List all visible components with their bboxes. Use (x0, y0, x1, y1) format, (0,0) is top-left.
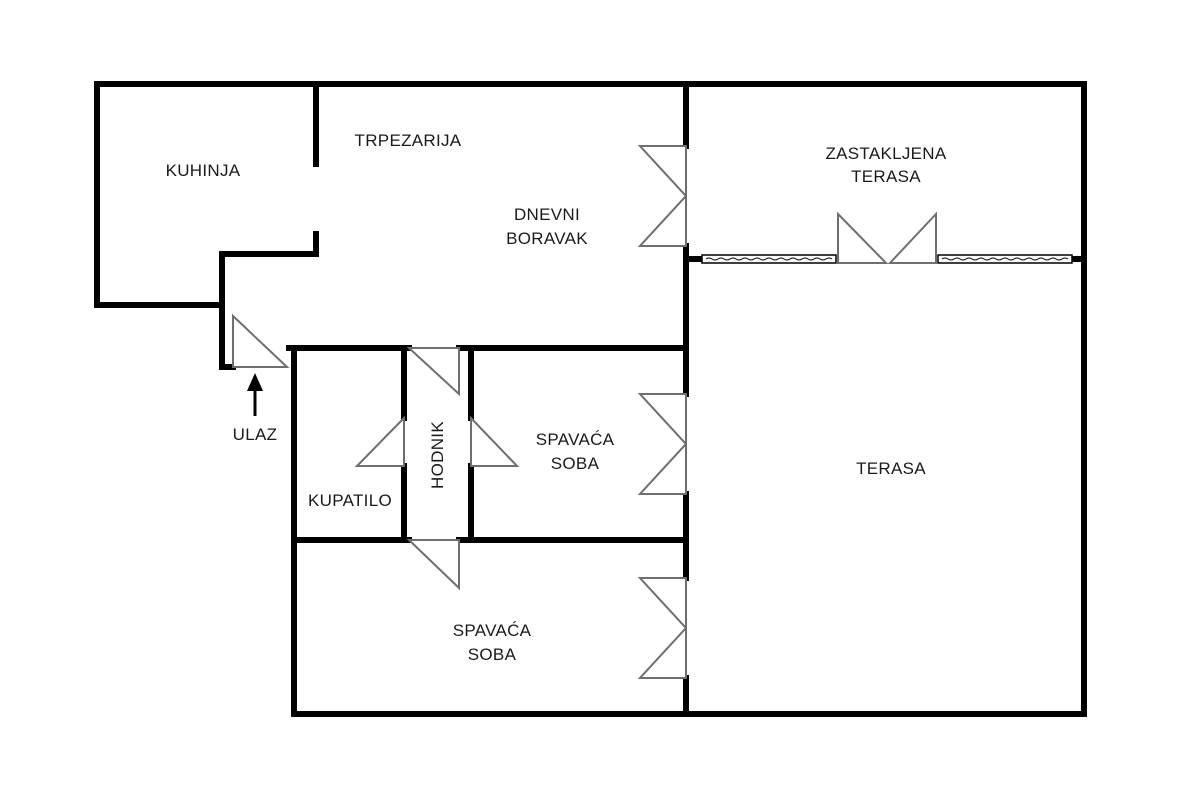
door-living-terrace-lower (637, 193, 687, 247)
door-bedroom2-terrace-lower (637, 625, 687, 679)
label-glazed-terrace-line2: TERASA (851, 167, 921, 186)
door-bedroom1-terrace-upper (637, 393, 687, 447)
glass-panel-right (937, 254, 1073, 264)
doors (232, 145, 937, 679)
label-bedroom2-line1: SPAVAĆA (453, 621, 532, 640)
label-dining: TRPEZARIJA (355, 131, 462, 150)
door-bedroom2 (406, 539, 460, 591)
door-hallway-top (406, 347, 460, 397)
door-glazed-right (887, 211, 937, 264)
label-bedroom1-line1: SPAVAĆA (536, 430, 615, 449)
walls (94, 81, 1087, 717)
door-bedroom2-terrace-upper (637, 577, 687, 631)
glass-wave-left (705, 257, 833, 261)
door-bedroom1 (470, 415, 520, 467)
label-living-line2: BORAVAK (506, 229, 588, 248)
room-labels: KUHINJA TRPEZARIJA DNEVNI BORAVAK ZASTAK… (166, 131, 947, 664)
label-bedroom2-line2: SOBA (468, 645, 517, 664)
door-glazed-left (837, 211, 889, 264)
door-entrance (232, 313, 290, 368)
label-bathroom: KUPATILO (308, 491, 392, 510)
label-entrance: ULAZ (233, 425, 278, 444)
door-living-terrace-upper (637, 145, 687, 199)
label-glazed-terrace-line1: ZASTAKLJENA (825, 144, 946, 163)
door-bedroom1-terrace-lower (637, 441, 687, 495)
arrow-up-icon (247, 373, 263, 416)
label-bedroom1-line2: SOBA (551, 454, 600, 473)
label-living-line1: DNEVNI (514, 205, 580, 224)
glass-panel-left (701, 254, 837, 264)
label-terrace: TERASA (856, 459, 926, 478)
glass-partition (701, 254, 1073, 264)
glass-wave-right (941, 257, 1069, 261)
door-bathroom (354, 415, 405, 467)
label-kitchen: KUHINJA (166, 161, 241, 180)
label-hallway: HODNIK (428, 421, 447, 489)
